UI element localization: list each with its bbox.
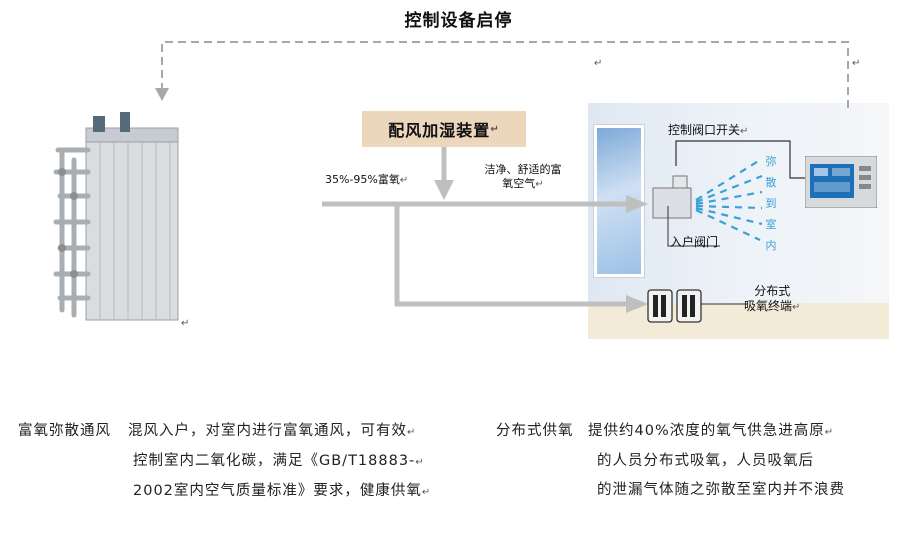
air-humidifier-label-box: 配风加湿装置↵ (362, 111, 526, 147)
oxygen-generator-equipment (53, 112, 179, 321)
flow-diagram (155, 41, 849, 323)
branch-flow-line (394, 204, 628, 307)
control-dashed-line (161, 41, 849, 108)
paragraph-mark: ↵ (594, 58, 603, 69)
add-device-arrowhead (434, 180, 454, 200)
air-humidifier-label: 配风加湿装置 (388, 121, 491, 140)
paragraph-mark: ↵ (852, 58, 861, 69)
left-description-body: 混风入户，对室内进行富氧通风，可有效↵ 控制室内二氧化碳，满足《GB/T1888… (128, 423, 432, 499)
room-window (594, 125, 644, 277)
distributed-terminal-label: 分布式 吸氧终端↵ (744, 284, 801, 313)
entry-valve-label: 入户阀门 (670, 235, 719, 249)
diagram-title: 控制设备启停 (404, 11, 513, 31)
oxygen-terminal-2 (676, 289, 702, 323)
oxygen-terminal-1 (647, 289, 673, 323)
control-panel-device (805, 156, 877, 208)
clean-air-label: 洁净、舒适的富 氧空气↵ (484, 163, 562, 190)
room-floor (588, 303, 889, 339)
right-description-title: 分布式供氧 (496, 423, 574, 439)
valve-switch-label: 控制阀口开关↵ (668, 123, 749, 137)
control-wire (675, 140, 805, 179)
entry-valve-box (672, 175, 688, 189)
main-flow-arrowhead (626, 195, 648, 213)
diffuse-indoor-label: 弥 散 到 室 内 (765, 155, 777, 252)
oxygen-concentration-label: 35%-95%富氧↵ (325, 173, 409, 186)
right-description-body: 提供约40%浓度的氧气供急进高原↵ 的人员分布式吸氧，人员吸氧后 的泄漏气体随之… (588, 423, 845, 498)
entry-valve-pointer (667, 206, 720, 247)
left-description-title: 富氧弥散通风 (18, 423, 111, 439)
entry-valve-body (652, 187, 692, 219)
branch-flow-arrowhead (626, 295, 648, 313)
paragraph-mark: ↵ (181, 318, 190, 329)
room-illustration (588, 103, 889, 339)
control-dashed-arrowhead (155, 88, 169, 101)
diffusion-rays (695, 159, 763, 241)
